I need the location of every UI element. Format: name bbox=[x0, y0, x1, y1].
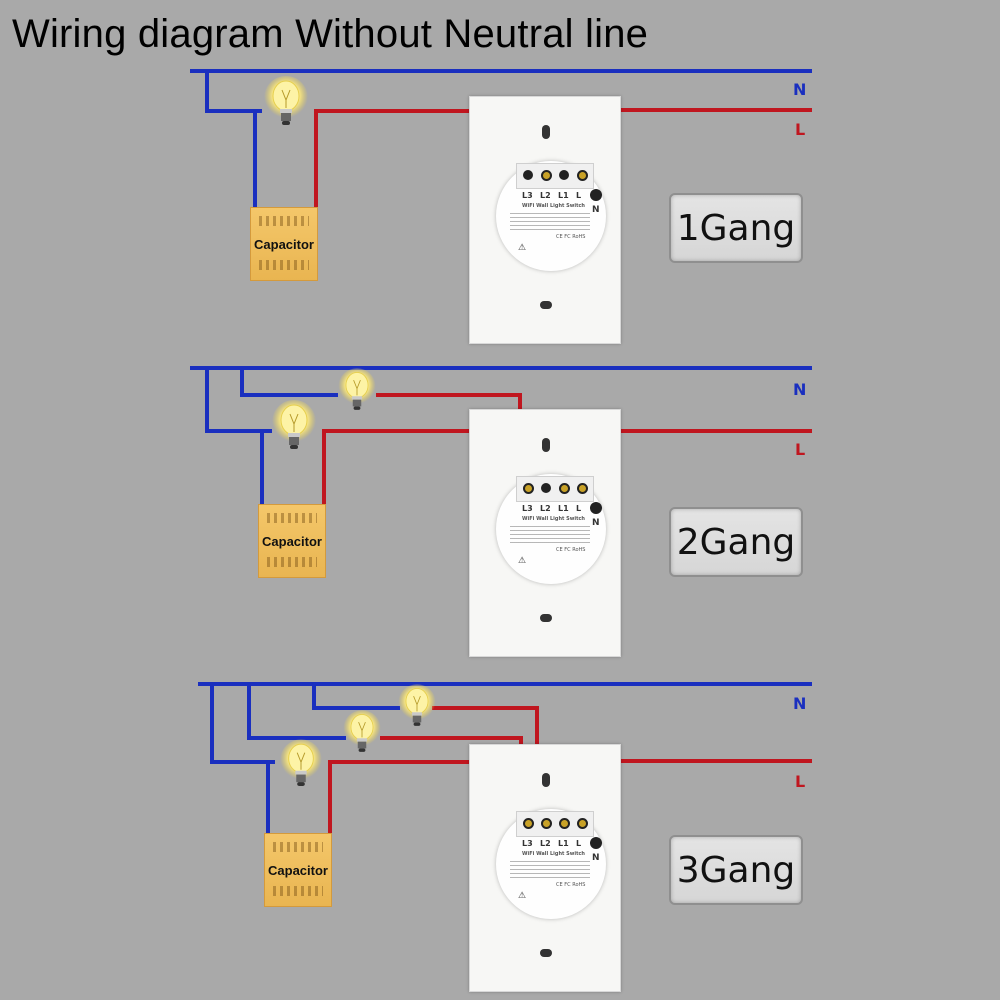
terminal-label-l1: L1 bbox=[558, 504, 569, 513]
neutral-terminal bbox=[590, 189, 602, 201]
module-title: WiFi Wall Light Switch bbox=[522, 516, 585, 522]
light-bulb-icon bbox=[342, 709, 382, 753]
neutral-terminal-label: N bbox=[592, 518, 600, 528]
terminal-label-l1: L1 bbox=[558, 839, 569, 848]
neutral-branch bbox=[312, 684, 400, 710]
terminal-label-l: L bbox=[576, 839, 582, 848]
capacitor: Capacitor bbox=[264, 833, 332, 907]
neutral-branch bbox=[240, 368, 338, 397]
terminal-block bbox=[516, 811, 594, 837]
terminal-l1 bbox=[559, 483, 570, 494]
neutral-terminal bbox=[590, 837, 602, 849]
switch-plate: L3 L2 L1 L N WiFi Wall Light Switch CE FC RoHS… bbox=[469, 96, 621, 344]
neutral-terminal-label: N bbox=[592, 205, 600, 215]
neutral-branch bbox=[247, 684, 346, 740]
terminal-l bbox=[577, 483, 588, 494]
terminal-l2 bbox=[541, 170, 552, 181]
module-spec-text bbox=[510, 213, 590, 231]
terminal-l1 bbox=[559, 170, 569, 180]
light-bulb-icon bbox=[337, 367, 377, 411]
neutral-branch bbox=[205, 368, 272, 433]
capacitor: Capacitor bbox=[258, 504, 326, 578]
gang-label: 3Gang bbox=[669, 835, 803, 905]
terminal-label-l2: L2 bbox=[540, 191, 551, 200]
terminal-l2 bbox=[541, 818, 552, 829]
terminal-label-l: L bbox=[576, 504, 582, 513]
module-spec-text bbox=[510, 861, 590, 879]
terminal-label-l3: L3 bbox=[522, 504, 533, 513]
capacitor-label: Capacitor bbox=[268, 862, 328, 878]
terminal-label-l3: L3 bbox=[522, 839, 533, 848]
light-bulb-icon bbox=[397, 683, 437, 727]
bottom-led bbox=[540, 614, 552, 622]
terminal-l1 bbox=[559, 818, 570, 829]
live-rail-label: L bbox=[795, 440, 806, 459]
capacitor: Capacitor bbox=[250, 207, 318, 281]
certification-marks: CE FC RoHS bbox=[556, 234, 586, 240]
terminal-l3 bbox=[523, 818, 534, 829]
terminal-block bbox=[516, 163, 594, 189]
live-rail-label: L bbox=[795, 772, 806, 791]
module-title: WiFi Wall Light Switch bbox=[522, 203, 585, 209]
certification-marks: CE FC RoHS bbox=[556, 547, 586, 553]
gang-label: 2Gang bbox=[669, 507, 803, 577]
light-bulb-icon bbox=[279, 738, 323, 787]
neutral-rail-label: N bbox=[793, 80, 807, 99]
terminal-l3 bbox=[523, 170, 533, 180]
bottom-led bbox=[540, 949, 552, 957]
neutral-rail-label: N bbox=[793, 694, 807, 713]
warning-triangle-icon: ⚠ bbox=[518, 556, 527, 566]
bottom-led bbox=[540, 301, 552, 309]
neutral-branch bbox=[210, 684, 275, 764]
terminal-label-l3: L3 bbox=[522, 191, 533, 200]
switch-plate: L3 L2 L1 L N WiFi Wall Light Switch CE FC RoHS… bbox=[469, 409, 621, 657]
module-spec-text bbox=[510, 526, 590, 544]
certification-marks: CE FC RoHS bbox=[556, 882, 586, 888]
light-bulb-icon bbox=[263, 75, 309, 126]
terminal-l2 bbox=[541, 483, 551, 493]
indicator-led bbox=[542, 773, 550, 787]
terminal-l3 bbox=[523, 483, 534, 494]
warning-triangle-icon: ⚠ bbox=[518, 243, 527, 253]
indicator-led bbox=[542, 125, 550, 139]
terminal-label-l2: L2 bbox=[540, 839, 551, 848]
light-bulb-icon bbox=[271, 399, 317, 450]
diagram-title: Wiring diagram Without Neutral line bbox=[12, 12, 649, 56]
terminal-label-l1: L1 bbox=[558, 191, 569, 200]
neutral-terminal-label: N bbox=[592, 853, 600, 863]
switch-plate: L3 L2 L1 L N WiFi Wall Light Switch CE FC RoHS… bbox=[469, 744, 621, 992]
live-rail-label: L bbox=[795, 120, 806, 139]
neutral-terminal bbox=[590, 502, 602, 514]
capacitor-label: Capacitor bbox=[254, 236, 314, 252]
neutral-rail-label: N bbox=[793, 380, 807, 399]
terminal-l bbox=[577, 170, 588, 181]
terminal-l bbox=[577, 818, 588, 829]
indicator-led bbox=[542, 438, 550, 452]
gang-label: 1Gang bbox=[669, 193, 803, 263]
terminal-block bbox=[516, 476, 594, 502]
terminal-label-l2: L2 bbox=[540, 504, 551, 513]
terminal-label-l: L bbox=[576, 191, 582, 200]
module-title: WiFi Wall Light Switch bbox=[522, 851, 585, 857]
neutral-branch bbox=[205, 71, 262, 113]
capacitor-label: Capacitor bbox=[262, 533, 322, 549]
warning-triangle-icon: ⚠ bbox=[518, 891, 527, 901]
